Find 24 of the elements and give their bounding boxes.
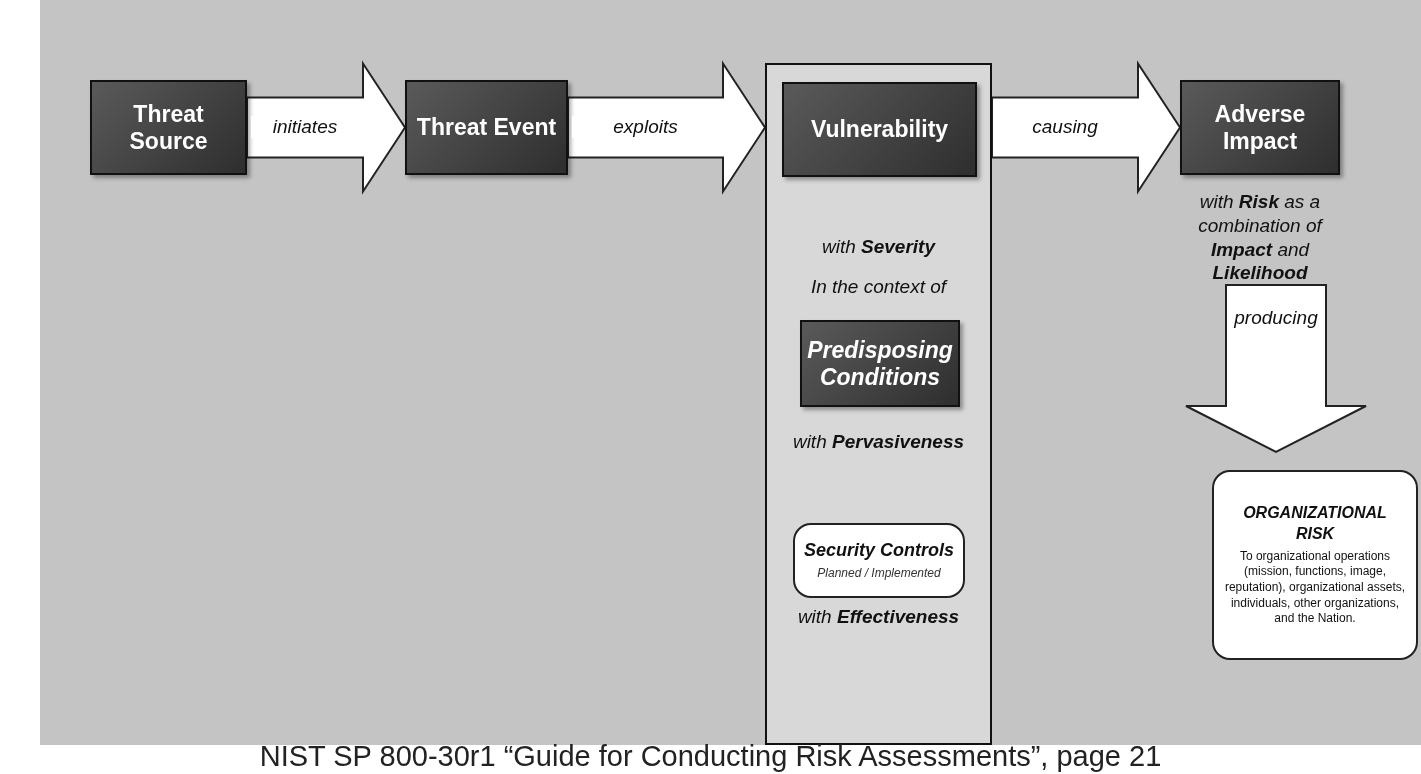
qualifier-text: In the context of bbox=[809, 275, 949, 299]
rounded-box bbox=[1212, 470, 1418, 660]
box-title: ORGANIZATIONAL RISK bbox=[1242, 503, 1388, 544]
group-panel bbox=[765, 63, 992, 745]
caption: NIST SP 800-30r1 “Guide for Conducting Risk Assessments”, page 21 bbox=[258, 740, 1163, 773]
box-title: Adverse Impact bbox=[1213, 101, 1307, 154]
box-description: Planned / Implemented bbox=[817, 566, 941, 582]
box-title: Vulnerability bbox=[809, 116, 950, 143]
box-description: To organizational operations (mission, functions, image, reputation), organizational assets, individuals, other organizations, and the Nation. bbox=[1223, 548, 1407, 627]
dark-box bbox=[782, 82, 977, 177]
dark-box bbox=[1180, 80, 1340, 175]
dark-box bbox=[405, 80, 568, 175]
qualifier-text: with Severity bbox=[821, 235, 937, 259]
block-arrow bbox=[1185, 284, 1367, 454]
rounded-box bbox=[793, 523, 965, 598]
dark-box bbox=[800, 320, 960, 407]
box-title: Threat Event bbox=[415, 114, 558, 141]
box-title: Security Controls bbox=[804, 539, 954, 562]
dark-box bbox=[90, 80, 247, 175]
annotation-text: with Risk as a combination of Impact and Likelihood bbox=[1197, 190, 1325, 285]
qualifier-text: with Effectiveness bbox=[796, 605, 961, 629]
box-title: Threat Source bbox=[128, 101, 209, 154]
qualifier-text: with Pervasiveness bbox=[791, 430, 966, 454]
box-title: Predisposing Conditions bbox=[806, 337, 954, 390]
